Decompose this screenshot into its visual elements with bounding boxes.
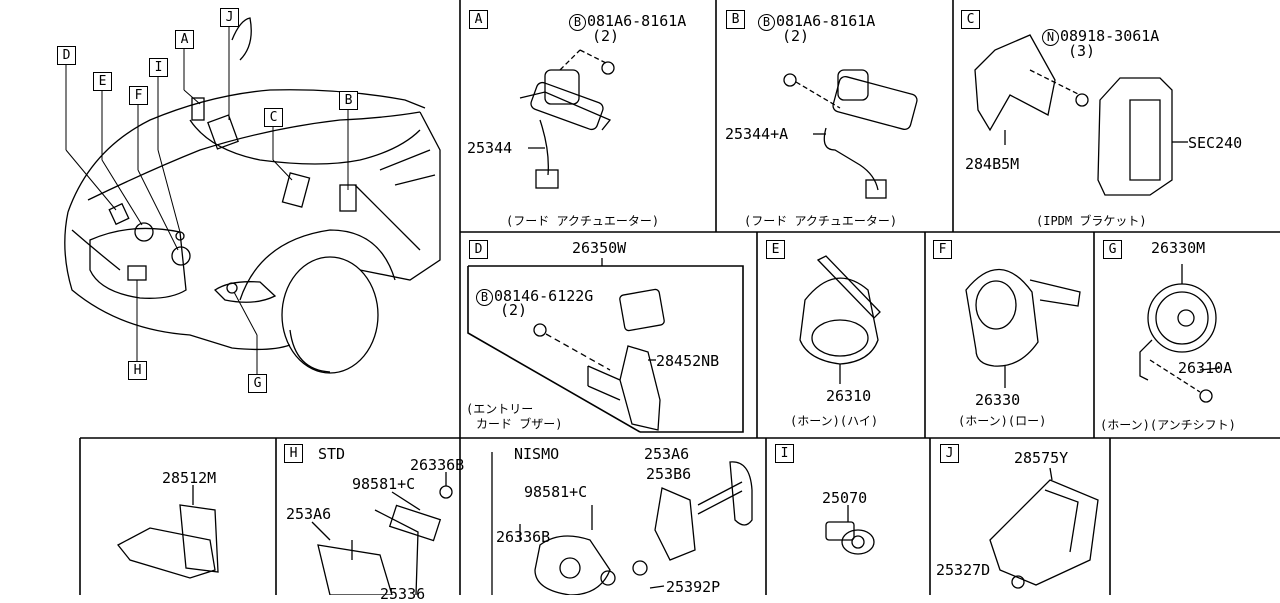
panel-h-std-part-253a6: 253A6: [286, 505, 332, 523]
panel-h-std-label: STD: [318, 445, 346, 463]
panel-h-nismo-part-25392p: 25392P: [666, 578, 721, 596]
panel-h-nismo-part-26336b: 26336B: [496, 528, 551, 546]
panel-f-drawing: [965, 268, 1081, 388]
panel-h-nismo-part-98581c: 98581+C: [524, 483, 588, 501]
panel-d-caption-line2: カード ブザー): [476, 417, 563, 431]
panel-h-std-part-98581c: 98581+C: [352, 475, 416, 493]
bolt-b-symbol: B: [476, 289, 493, 306]
panel-g-letter: G: [1103, 240, 1122, 259]
panel-d-caption-line1: (エントリー: [466, 402, 534, 416]
panel-b-letter: B: [726, 10, 745, 29]
panel-k-drawing: [117, 485, 219, 579]
panel-e-letter: E: [766, 240, 785, 259]
panel-e-drawing: [799, 255, 881, 384]
panel-i-drawing: [825, 505, 875, 555]
panel-i-part: 25070: [822, 489, 868, 507]
panel-d-bolt-part: 08146-6122G: [494, 287, 594, 305]
overview-leader-lines: [65, 26, 349, 374]
bolt-b-symbol: B: [758, 14, 775, 31]
panel-c-drawing: [974, 34, 1188, 196]
panel-d-letter: D: [469, 240, 488, 259]
panel-a-qty: (2): [592, 27, 620, 45]
panel-d-assembly-part: 26350W: [572, 239, 627, 257]
panel-c-nut-part: 08918-3061A: [1060, 27, 1160, 45]
panel-a-drawing: [519, 49, 615, 189]
panel-h-std-part-26336b: 26336B: [410, 456, 465, 474]
panel-b-drawing: [783, 69, 918, 199]
panel-f-letter: F: [933, 240, 952, 259]
callout-g[interactable]: G: [248, 374, 267, 393]
panel-d-bracket-part: 28452NB: [656, 352, 720, 370]
callout-d[interactable]: D: [57, 46, 76, 65]
panel-g-part2: 26310A: [1178, 359, 1233, 377]
panel-b-part: 25344+A: [725, 125, 789, 143]
panel-a-letter: A: [469, 10, 488, 29]
panel-d-drawing: [533, 258, 665, 431]
panel-grid-lines: [79, 0, 1280, 595]
panel-f-part: 26330: [975, 391, 1021, 409]
panel-h-nismo-part-253b6: 253B6: [646, 465, 692, 483]
panel-j-part: 28575Y: [1014, 449, 1069, 467]
panel-c-sec-ref[interactable]: SEC240: [1188, 134, 1243, 152]
panel-a-part: 25344: [467, 139, 513, 157]
bolt-b-symbol: B: [569, 14, 586, 31]
panel-a-caption: (フード アクチュエーター): [506, 214, 660, 228]
callout-e[interactable]: E: [93, 72, 112, 91]
callout-h[interactable]: H: [128, 361, 147, 380]
panel-j-drawing: [989, 467, 1099, 589]
panel-d-qty: (2): [500, 301, 528, 319]
panel-c-letter: C: [961, 10, 980, 29]
panel-c-bracket-part: 284B5M: [965, 155, 1020, 173]
panel-b-bolt-part: 081A6-8161A: [776, 12, 876, 30]
panel-f-caption: (ホーン)(ロー): [958, 414, 1047, 428]
callout-f[interactable]: F: [129, 86, 148, 105]
panel-g-caption: (ホーン)(アンチシフト): [1100, 418, 1236, 432]
panel-e-part: 26310: [826, 387, 872, 405]
panel-b-caption: (フード アクチュエーター): [744, 214, 898, 228]
callout-b[interactable]: B: [339, 91, 358, 110]
callout-c[interactable]: C: [264, 108, 283, 127]
nut-n-symbol: N: [1042, 29, 1059, 46]
panel-g-part: 26330M: [1151, 239, 1206, 257]
callout-a[interactable]: A: [175, 30, 194, 49]
panel-h-nismo-label: NISMO: [514, 445, 560, 463]
panel-e-caption: (ホーン)(ハイ): [790, 414, 879, 428]
panel-g-drawing: [1139, 264, 1221, 403]
panel-i-letter: I: [775, 444, 794, 463]
panel-j-letter: J: [940, 444, 959, 463]
panel-h-letter: H: [284, 444, 303, 463]
panel-h-nismo-part-253a6: 253A6: [644, 445, 690, 463]
callout-i[interactable]: I: [149, 58, 168, 77]
callout-j[interactable]: J: [220, 8, 239, 27]
panel-j-part2: 25327D: [936, 561, 991, 579]
car-front-overview: [64, 17, 441, 374]
panel-c-caption: (IPDM ブラケット): [1036, 214, 1147, 228]
panel-a-bolt-part: 081A6-8161A: [587, 12, 687, 30]
panel-k-part: 28512M: [162, 469, 217, 487]
panel-h-drawing: [311, 452, 753, 595]
panel-b-qty: (2): [782, 27, 810, 45]
panel-c-qty: (3): [1068, 42, 1096, 60]
